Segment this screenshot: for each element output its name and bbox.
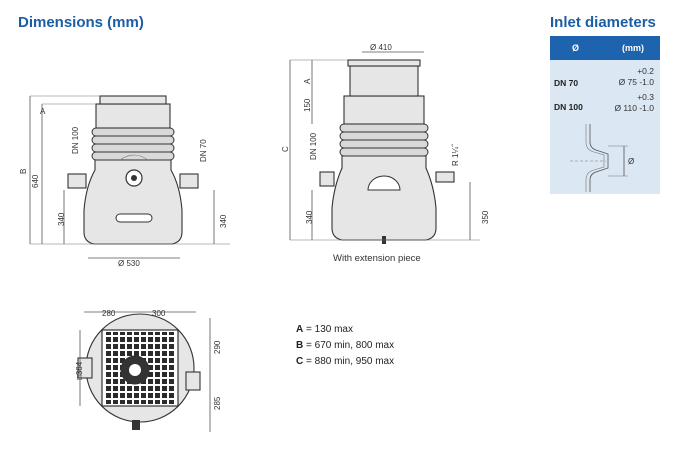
- dimensions-title: Dimensions (mm): [18, 14, 144, 31]
- inlet-table-header: Ø (mm): [550, 36, 660, 60]
- side-rib: [339, 147, 429, 157]
- side-opening: [367, 175, 401, 191]
- label-A-front: A: [40, 107, 46, 116]
- inlet-profile-line: [589, 124, 609, 192]
- side-rib: [339, 131, 429, 141]
- label-300: 300: [152, 309, 166, 318]
- side-view: Ø 410 C A 150 DN 100 340 R 1¼˝ 350: [281, 43, 490, 244]
- label-dn100-side: DN 100: [309, 132, 318, 160]
- inlet-table: Ø (mm) DN 70 +0.2 Ø 75 -1.0 DN 100 +0.3 …: [550, 36, 660, 194]
- legend-value: = 670 min, 800 max: [303, 340, 395, 351]
- dimension-legend: A = 130 max B = 670 min, 800 max C = 880…: [296, 322, 394, 370]
- label-r: R 1¼˝: [451, 143, 460, 166]
- plan-inlet-right: [185, 371, 201, 391]
- label-530: Ø 530: [118, 259, 140, 268]
- inlet-row-dn100: DN 100 +0.3 Ø 110 -1.0: [550, 90, 660, 120]
- inlet-tolerance-value: Ø 110 -1.0: [614, 103, 654, 113]
- label-290: 290: [213, 340, 222, 354]
- label-410: Ø 410: [370, 43, 392, 52]
- side-cover: [347, 59, 421, 67]
- side-extension: [343, 95, 425, 125]
- label-B: B: [19, 169, 28, 174]
- legend-row: C = 880 min, 950 max: [296, 354, 394, 370]
- inlet-tolerance-upper: +0.2: [637, 66, 654, 76]
- plan-view: 280 300 □364 290 285: [75, 309, 222, 432]
- legend-value: = 880 min, 950 max: [303, 356, 395, 367]
- side-rib: [339, 139, 429, 149]
- label-340-side: 340: [305, 210, 314, 224]
- inlet-dn-label: DN 70: [554, 78, 579, 88]
- legend-value: = 130 max: [303, 324, 353, 335]
- front-inlet-right: [179, 173, 199, 189]
- front-rib: [91, 135, 175, 145]
- label-364: □364: [75, 361, 84, 380]
- inlet-profile-sketch: Ø: [570, 124, 634, 192]
- label-340-left: 340: [57, 212, 66, 226]
- side-rib: [339, 123, 429, 133]
- inlet-col-diameter: Ø: [572, 43, 580, 53]
- front-shaft-top: [95, 103, 171, 129]
- label-350: 350: [481, 210, 490, 224]
- legend-key: A: [296, 324, 304, 335]
- front-handle: [119, 154, 149, 161]
- label-640: 640: [31, 174, 40, 188]
- side-outlet: [435, 171, 455, 183]
- label-285: 285: [213, 396, 222, 410]
- inlet-tolerance-value: Ø 75 -1.0: [618, 77, 654, 87]
- inlet-row-dn70: DN 70 +0.2 Ø 75 -1.0: [550, 60, 660, 90]
- front-slot: [115, 213, 153, 223]
- inlet-diameter-symbol: Ø: [628, 157, 634, 166]
- legend-row: A = 130 max: [296, 322, 394, 338]
- front-valve-core: [131, 175, 137, 181]
- plan-center-hole: [129, 364, 141, 376]
- label-150: 150: [303, 98, 312, 112]
- front-view: A B 640 340 DN 100 DN 70 340 Ø 530: [19, 95, 230, 268]
- front-rib: [91, 143, 175, 153]
- inlet-diameters-title: Inlet diameters: [550, 14, 656, 31]
- inlet-profile-inner: [585, 124, 605, 192]
- label-dn70-front: DN 70: [199, 139, 208, 162]
- side-inlet: [319, 171, 335, 187]
- legend-key: C: [296, 356, 304, 367]
- inlet-tolerance-upper: +0.3: [637, 92, 654, 102]
- front-cover: [99, 95, 167, 105]
- plan-inlet-left: [77, 357, 93, 379]
- front-rib: [91, 127, 175, 137]
- legend-row: B = 670 min, 800 max: [296, 338, 394, 354]
- plan-outlet: [132, 420, 140, 430]
- inlet-dn-label: DN 100: [554, 102, 583, 112]
- legend-key: B: [296, 340, 304, 351]
- label-280: 280: [102, 309, 116, 318]
- side-tank-body: [331, 155, 437, 241]
- side-extension-top: [349, 65, 419, 97]
- side-view-caption: With extension piece: [333, 253, 421, 264]
- front-rib: [91, 151, 175, 161]
- label-A-side: A: [303, 78, 312, 84]
- front-inlet-left: [67, 173, 87, 189]
- label-340-right: 340: [219, 214, 228, 228]
- inlet-col-mm: (mm): [622, 43, 644, 53]
- label-C: C: [281, 146, 290, 152]
- label-dn100-front: DN 100: [71, 126, 80, 154]
